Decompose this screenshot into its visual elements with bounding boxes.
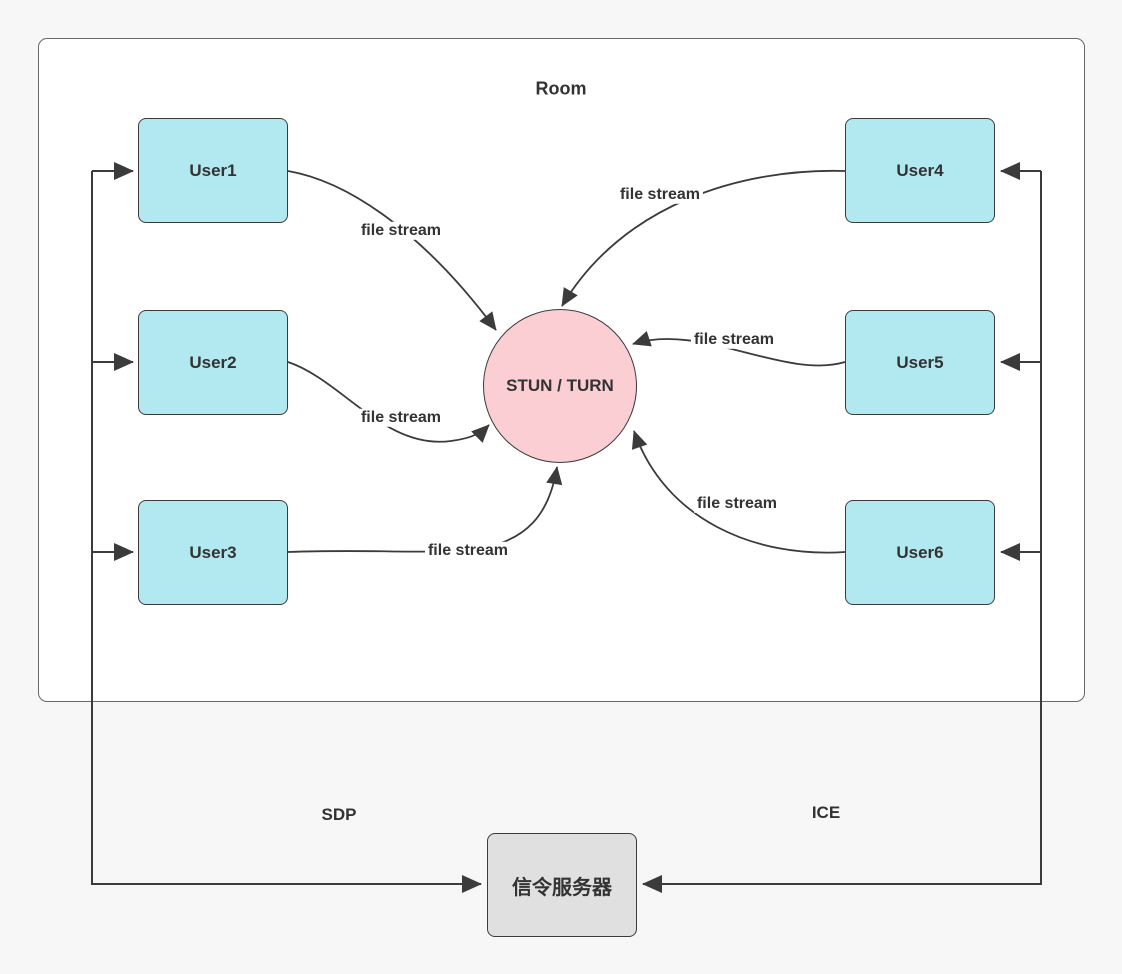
node-user2: User2 [138, 310, 288, 415]
node-signaling-server: 信令服务器 [487, 833, 637, 937]
edge-label-file-stream-1: file stream [357, 221, 445, 241]
edge-user3-stun [287, 466, 563, 553]
edge-user6-stun [631, 430, 846, 554]
edge-user5-stun [632, 330, 846, 367]
connector-left-trunk-to-server [91, 171, 482, 893]
node-user4: User4 [845, 118, 995, 223]
node-user3: User3 [138, 500, 288, 605]
edge-user2-stun [287, 361, 490, 443]
connector-right-trunk-to-server [642, 171, 1042, 893]
node-user1: User1 [138, 118, 288, 223]
room-title: Room [535, 78, 587, 99]
edge-label-file-stream-5: file stream [690, 330, 778, 350]
node-user6: User6 [845, 500, 995, 605]
node-user5: User5 [845, 310, 995, 415]
edge-user4-stun [561, 169, 846, 307]
edge-label-file-stream-4: file stream [616, 185, 704, 205]
edge-label-file-stream-6: file stream [693, 494, 781, 514]
edge-user1-stun [287, 170, 497, 331]
edge-label-file-stream-3: file stream [424, 541, 512, 561]
node-stun-turn: STUN / TURN [483, 309, 637, 463]
sdp-label: SDP [321, 805, 357, 824]
ice-label: ICE [811, 803, 841, 822]
edge-label-file-stream-2: file stream [357, 408, 445, 428]
